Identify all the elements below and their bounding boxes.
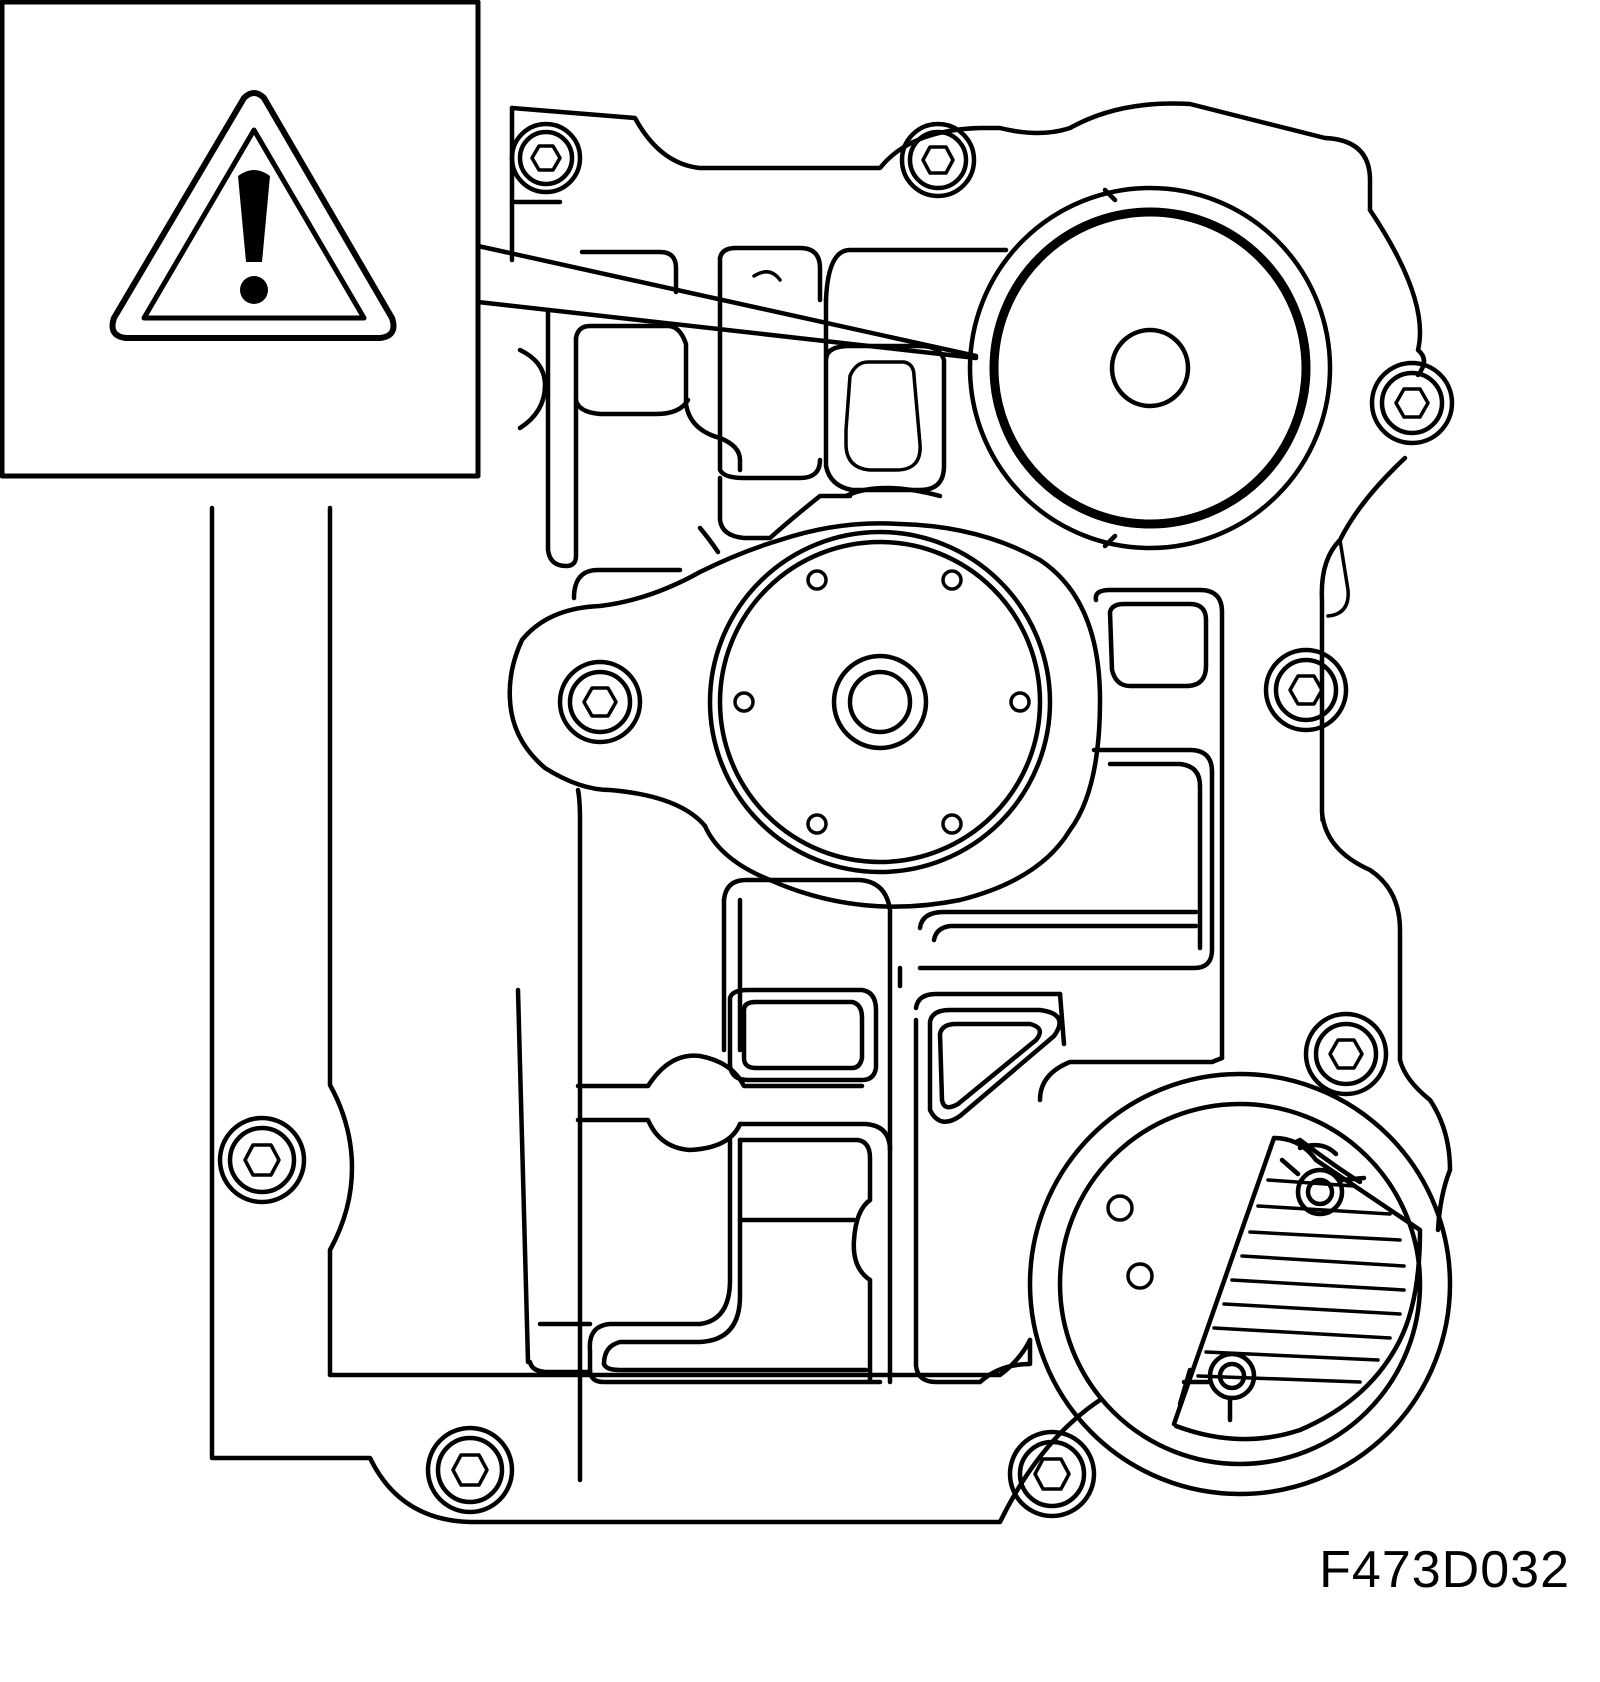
- callout-leader-lower: [475, 299, 979, 361]
- left-passages: [509, 197, 743, 601]
- bolt-bottom-left: [425, 1425, 515, 1515]
- center-lobe: [507, 521, 1103, 1483]
- mounting-bolts: [217, 121, 1455, 1519]
- center-disc: [707, 529, 1053, 875]
- callout-box: [0, 0, 481, 479]
- lower-central-channels: [515, 877, 893, 1385]
- bolt-right-upper: [1369, 360, 1455, 446]
- bolt-bottom-right: [1007, 1429, 1097, 1519]
- bolt-left-lower: [217, 1115, 307, 1205]
- solenoid-hatching: [1196, 1178, 1406, 1384]
- right-middle-channels: [897, 587, 1225, 1061]
- bolt-right-lower: [1303, 1011, 1389, 1097]
- bolt-left-middle: [557, 659, 643, 745]
- lower-solenoid: [1027, 1071, 1453, 1497]
- figure-id-label: F473D032: [1319, 1541, 1570, 1599]
- callout-leader-upper: [475, 243, 979, 359]
- warning-callout: [0, 0, 979, 479]
- lower-right-channels: [913, 991, 1225, 1385]
- bolt-right-middle: [1263, 647, 1349, 733]
- warning-triangle-icon: [109, 90, 397, 341]
- bolt-top-center: [899, 121, 977, 199]
- housing-outline: [209, 101, 1453, 1525]
- bolt-top-left: [509, 121, 583, 195]
- seal-ring-assembly: [967, 185, 1333, 551]
- upper-middle-channels: [717, 245, 1009, 541]
